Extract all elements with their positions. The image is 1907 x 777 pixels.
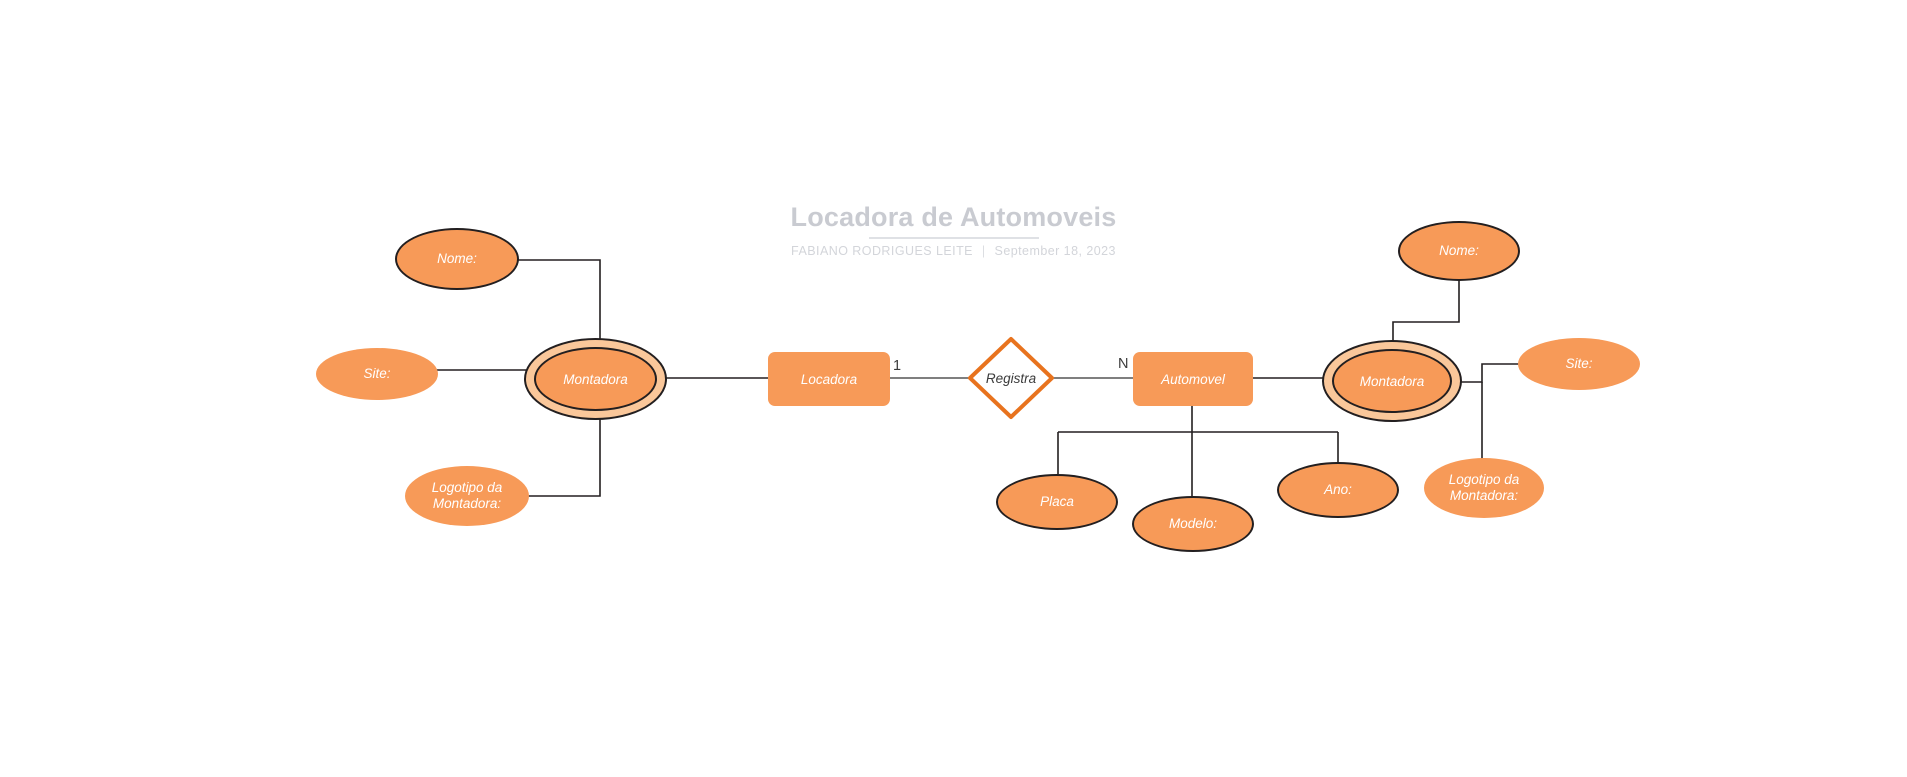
attribute-site-right[interactable]: Site: xyxy=(1518,338,1640,390)
attribute-label: Logotipo da Montadora: xyxy=(431,480,503,511)
relationship-label-wrap: Registra xyxy=(966,335,1056,421)
entity-locadora[interactable]: Locadora xyxy=(768,352,890,406)
multivalued-attribute-label: Montadora xyxy=(563,371,628,387)
connector-logotipo-left xyxy=(525,386,601,497)
attribute-logotipo-right[interactable]: Logotipo da Montadora: xyxy=(1424,458,1544,518)
attribute-logotipo-left[interactable]: Logotipo da Montadora: xyxy=(405,466,529,526)
diamond-shape xyxy=(968,337,1054,419)
attribute-modelo[interactable]: Modelo: xyxy=(1132,496,1254,552)
attribute-label: Logotipo da Montadora: xyxy=(1448,472,1520,503)
multivalued-attribute-inner: Montadora xyxy=(534,347,657,411)
multivalued-attribute-montadora-right[interactable]: Montadora xyxy=(1322,340,1462,422)
multivalued-attribute-inner: Montadora xyxy=(1332,349,1452,413)
attribute-label: Ano: xyxy=(1324,482,1352,498)
multivalued-attribute-label: Montadora xyxy=(1359,373,1425,389)
attribute-nome-right[interactable]: Nome: xyxy=(1398,221,1520,281)
entity-label: Automovel xyxy=(1161,371,1225,387)
cardinality-label-one: 1 xyxy=(893,358,902,374)
attribute-site-left[interactable]: Site: xyxy=(316,348,438,400)
attribute-ano[interactable]: Ano: xyxy=(1277,462,1399,518)
relationship-label: Registra xyxy=(985,370,1037,386)
attribute-label: Site: xyxy=(363,366,391,382)
entity-automovel[interactable]: Automovel xyxy=(1133,352,1253,406)
attribute-label: Nome: xyxy=(437,251,477,267)
attribute-label: Placa xyxy=(1040,494,1074,510)
attribute-label: Site: xyxy=(1565,356,1593,372)
cardinality-label-n: N xyxy=(1118,356,1129,372)
attribute-nome-left[interactable]: Nome: xyxy=(395,228,519,290)
multivalued-attribute-montadora-left[interactable]: Montadora xyxy=(524,338,667,420)
attribute-label: Modelo: xyxy=(1168,516,1218,532)
attribute-label: Nome: xyxy=(1439,243,1479,259)
attribute-placa[interactable]: Placa xyxy=(996,474,1118,530)
entity-label: Locadora xyxy=(800,371,858,387)
connector-site-right xyxy=(1455,363,1520,383)
relationship-registra[interactable]: Registra xyxy=(966,335,1056,421)
